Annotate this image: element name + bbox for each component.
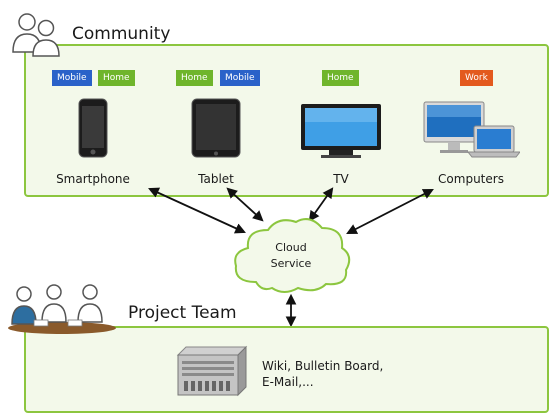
project-team-panel bbox=[24, 326, 549, 413]
arrow-tv-cloud bbox=[308, 187, 334, 222]
tablet-icon bbox=[191, 98, 241, 158]
community-people-icon bbox=[12, 13, 60, 57]
server-label-line1: Wiki, Bulletin Board, bbox=[262, 359, 384, 373]
tv-icon bbox=[301, 104, 381, 158]
cloud-label-line2: Service bbox=[270, 257, 312, 270]
arrow-computers-cloud bbox=[346, 189, 434, 234]
tag-home-tablet: Home bbox=[176, 70, 213, 86]
arrow-smartphone-cloud bbox=[148, 187, 246, 234]
smartphone-label: Smartphone bbox=[56, 172, 130, 186]
server-label-line2: E-Mail,... bbox=[262, 375, 314, 389]
tag-home-tv: Home bbox=[322, 70, 359, 86]
tag-home-smartphone: Home bbox=[98, 70, 135, 86]
smartphone-icon bbox=[78, 98, 108, 158]
project-team-title: Project Team bbox=[128, 303, 237, 323]
tag-mobile-tablet: Mobile bbox=[220, 70, 260, 86]
server-icon bbox=[176, 345, 248, 397]
tag-mobile-smartphone: Mobile bbox=[52, 70, 92, 86]
project-team-people-icon bbox=[8, 284, 116, 334]
tag-work-computers: Work bbox=[460, 70, 493, 86]
computers-label: Computers bbox=[438, 172, 504, 186]
tablet-label: Tablet bbox=[198, 172, 234, 186]
arrow-tablet-cloud bbox=[226, 187, 264, 222]
cloud-icon bbox=[234, 218, 351, 293]
computers-icon bbox=[423, 101, 520, 158]
cloud-label-line1: Cloud bbox=[275, 241, 307, 254]
community-title: Community bbox=[72, 24, 171, 44]
tv-label: TV bbox=[333, 172, 349, 186]
